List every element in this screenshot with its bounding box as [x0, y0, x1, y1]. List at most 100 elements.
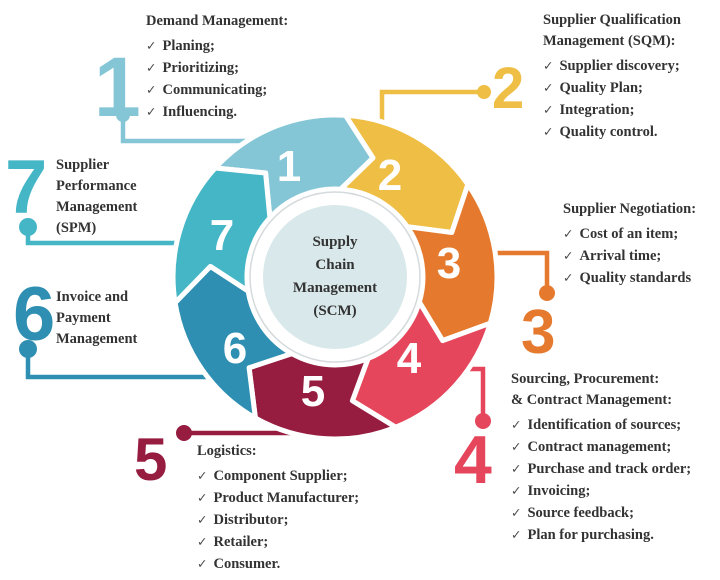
wheel-number-6: 6	[223, 324, 247, 373]
list-item-text: Cost of an item;	[579, 226, 679, 242]
list-item-text: Planing;	[162, 38, 215, 54]
wheel	[170, 112, 500, 442]
big-number-4: 4	[454, 422, 492, 498]
checkmark-icon: ✓	[511, 461, 522, 476]
checkmark-icon: ✓	[511, 505, 522, 520]
segment-title: Supplier Performance Management (SPM)	[56, 157, 138, 236]
list-item-text: Arrival time;	[579, 248, 662, 264]
list-item: ✓ Source feedback;	[511, 502, 720, 524]
list-item-text: Influencing.	[162, 104, 238, 120]
center-label-line: Management	[292, 280, 378, 296]
connector-dot-1	[116, 108, 130, 122]
block-demand-management: Demand Management: ✓ Planing; ✓Prioritizi…	[146, 11, 358, 123]
list-item: ✓ Planing;	[146, 35, 358, 57]
checkmark-icon: ✓	[511, 439, 522, 454]
list-item: ✓ Purchase and track order;	[511, 458, 720, 480]
checkmark-icon: ✓	[543, 58, 554, 73]
connector-line-6	[25, 349, 212, 380]
list-item-text: Invoicing;	[527, 483, 591, 499]
wheel-number-4: 4	[397, 334, 422, 383]
connector-dot-3	[539, 285, 555, 301]
list-item: ✓ Quality standards	[563, 267, 720, 289]
wheel-number-1: 1	[277, 142, 301, 191]
list-item: ✓Supplier discovery;	[543, 55, 720, 77]
list-item-text: Distributor;	[213, 512, 289, 528]
wheel-number-2: 2	[378, 151, 402, 200]
checkmark-icon: ✓	[563, 270, 574, 285]
segment-title: Invoice and Payment Management	[56, 289, 138, 347]
list-item: ✓ Invoicing;	[511, 480, 720, 502]
list-item-text: Quality Plan;	[559, 80, 643, 96]
segment-title: Logistics:	[197, 443, 257, 459]
list-item-text: Plan for purchasing.	[527, 527, 654, 543]
list-item: ✓Prioritizing;	[146, 57, 358, 79]
connector-line-3	[490, 250, 550, 288]
list-item: ✓Product Manufacturer;	[197, 487, 415, 509]
center-label-line: (SCM)	[313, 303, 357, 319]
big-number-3: 3	[521, 298, 556, 367]
connector-dot-4	[475, 413, 491, 429]
center-label-line: Supply	[312, 234, 358, 250]
checkmark-icon: ✓	[146, 82, 157, 97]
checkmark-icon: ✓	[543, 102, 554, 117]
checkmark-icon: ✓	[511, 483, 522, 498]
segment-title: Supplier Qualification Management (SQM):	[543, 12, 681, 49]
block-invoice-payment: Invoice and Payment Management	[56, 287, 164, 350]
center-label-line: Chain	[315, 257, 355, 273]
list-item-text: Source feedback;	[527, 505, 634, 521]
list-item-text: Purchase and track order;	[527, 461, 692, 477]
segment-title: Supplier Negotiation:	[563, 201, 697, 217]
center-label: Supply Chain Management (SCM)	[255, 231, 415, 323]
connector-dot-6	[19, 340, 37, 358]
list-item-text: Retailer;	[213, 534, 269, 550]
list-item: ✓Plan for purchasing.	[511, 524, 720, 546]
list-item: ✓ Cost of an item;	[563, 223, 720, 245]
wheel-segment-7	[170, 165, 273, 306]
segment-title: Demand Management:	[146, 13, 289, 29]
list-item: ✓ Distributor;	[197, 509, 415, 531]
connector-line-2	[379, 89, 484, 126]
wheel-number-3: 3	[437, 239, 461, 288]
list-item: ✓Quality Plan;	[543, 77, 720, 99]
list-item: ✓ Contract management;	[511, 436, 720, 458]
big-number-2: 2	[492, 56, 525, 121]
block-supplier-qualification: Supplier Qualification Management (SQM):…	[543, 10, 720, 143]
list-item: ✓ Integration;	[543, 99, 720, 121]
list-item: ✓ Retailer;	[197, 531, 415, 553]
list-item: ✓Quality control.	[543, 121, 720, 143]
checkmark-icon: ✓	[563, 248, 574, 263]
checkmark-icon: ✓	[146, 60, 157, 75]
checkmark-icon: ✓	[146, 104, 157, 119]
list-item-text: Quality standards	[579, 270, 692, 286]
center-circle	[263, 205, 407, 349]
list-item: ✓ Consumer.	[197, 553, 415, 575]
big-number-1: 1	[94, 40, 141, 134]
big-number-6: 6	[13, 272, 56, 357]
checkmark-icon: ✓	[197, 556, 208, 571]
checkmark-icon: ✓	[146, 38, 157, 53]
list-item: ✓ Arrival time;	[563, 245, 720, 267]
block-sourcing-procurement: Sourcing, Procurement: & Contract Manage…	[511, 369, 720, 546]
big-number-7: 7	[5, 145, 48, 230]
list-item-text: Component Supplier;	[213, 468, 348, 484]
checkmark-icon: ✓	[563, 226, 574, 241]
block-logistics: Logistics: ✓Component Supplier; ✓Product…	[197, 441, 415, 575]
connector-dot-2	[477, 85, 491, 99]
checkmark-icon: ✓	[511, 417, 522, 432]
checkmark-icon: ✓	[197, 512, 208, 527]
list-item-text: Integration;	[559, 102, 635, 118]
big-number-5: 5	[134, 426, 168, 493]
list-item: ✓Communicating;	[146, 79, 358, 101]
checkmark-icon: ✓	[197, 468, 208, 483]
list-item-text: Consumer.	[213, 556, 281, 572]
list-item-text: Product Manufacturer;	[213, 490, 360, 506]
list-item-text: Identification of sources;	[527, 417, 682, 433]
list-item-text: Contract management;	[527, 439, 672, 455]
connector-line-1	[120, 115, 249, 144]
block-supplier-performance: Supplier Performance Management (SPM)	[56, 155, 168, 239]
checkmark-icon: ✓	[543, 124, 554, 139]
list-item: ✓ Identification of sources;	[511, 414, 720, 436]
checkmark-icon: ✓	[197, 534, 208, 549]
